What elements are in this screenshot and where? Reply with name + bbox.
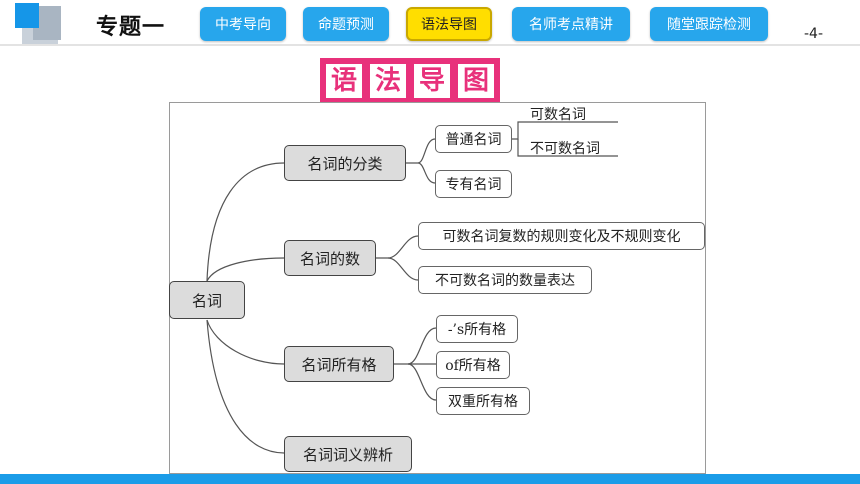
bottom-bar [0, 474, 860, 484]
mindmap-root: 名词 [169, 281, 245, 319]
banner-char: 导 [414, 64, 450, 98]
branch-meaning: 名词词义辨析 [284, 436, 412, 472]
node-common-noun: 普通名词 [435, 125, 512, 153]
node-s-possessive: -’s所有格 [436, 315, 518, 343]
tab-mingti-yuce[interactable]: 命题预测 [303, 7, 389, 41]
section-banner: 语 法 导 图 [320, 58, 500, 106]
banner-char: 法 [370, 64, 406, 98]
tab-mingshi-kaodian[interactable]: 名师考点精讲 [512, 7, 630, 41]
branch-possessive: 名词所有格 [284, 346, 394, 382]
node-uncountable-quantity: 不可数名词的数量表达 [418, 266, 592, 294]
branch-classification: 名词的分类 [284, 145, 406, 181]
leaf-countable: 可数名词 [530, 107, 586, 123]
banner-char: 语 [326, 64, 362, 98]
node-proper-noun: 专有名词 [435, 170, 512, 198]
tab-yufa-daotu[interactable]: 语法导图 [406, 7, 492, 41]
page-number: -4- [804, 26, 824, 42]
tab-zhongkao-daoxiang[interactable]: 中考导向 [200, 7, 286, 41]
leaf-uncountable: 不可数名词 [530, 141, 600, 157]
node-double-possessive: 双重所有格 [436, 387, 530, 415]
node-of-possessive: of所有格 [436, 351, 510, 379]
node-plural-rules: 可数名词复数的规则变化及不规则变化 [418, 222, 705, 250]
tab-suitang-jiance[interactable]: 随堂跟踪检测 [650, 7, 768, 41]
banner-char: 图 [458, 64, 494, 98]
topic-title: 专题一 [96, 15, 166, 40]
logo [0, 0, 78, 44]
header-divider [0, 44, 860, 46]
branch-number: 名词的数 [284, 240, 376, 276]
